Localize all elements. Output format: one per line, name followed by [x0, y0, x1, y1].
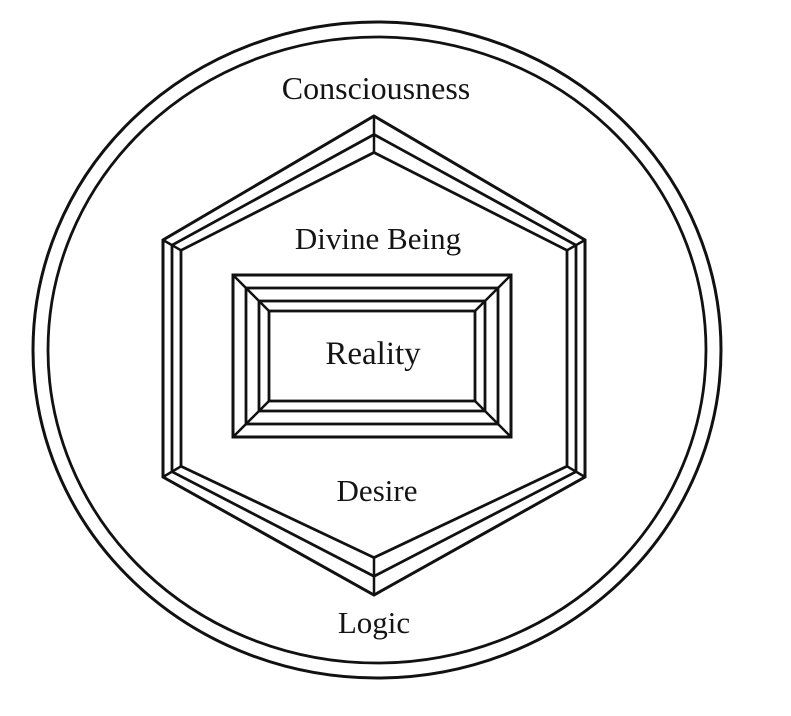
hexagon-bevel-lower-right	[566, 465, 586, 479]
label-consciousness: Consciousness	[282, 70, 470, 106]
circle-ring	[31, 20, 723, 680]
hexagon-bevel-upper-right	[566, 238, 586, 252]
rect-corner-bevels	[232, 274, 512, 438]
rect-outline-1	[231, 273, 513, 439]
rect-outline-3	[257, 299, 487, 413]
hexagon-corner-bevels	[162, 116, 586, 595]
rect-bevel-bottom-right	[474, 400, 512, 438]
rect-outline-2	[244, 286, 500, 426]
label-logic: Logic	[338, 605, 410, 640]
rect-bevel-bottom-left	[232, 400, 270, 438]
inner-circle	[46, 35, 708, 665]
rect-bevel-top-right	[474, 274, 512, 312]
label-reality: Reality	[325, 336, 421, 372]
label-desire: Desire	[337, 473, 418, 508]
label-divine-being: Divine Being	[295, 221, 461, 256]
rectangle-frame	[231, 273, 513, 439]
hexagon-bevel-lower-left	[162, 465, 182, 479]
hexagon-bevel-upper-left	[162, 238, 182, 252]
outer-circle	[31, 20, 723, 680]
rect-outline-4	[267, 309, 477, 403]
hexagon-ring	[161, 114, 587, 597]
rect-bevel-top-left	[232, 274, 270, 312]
